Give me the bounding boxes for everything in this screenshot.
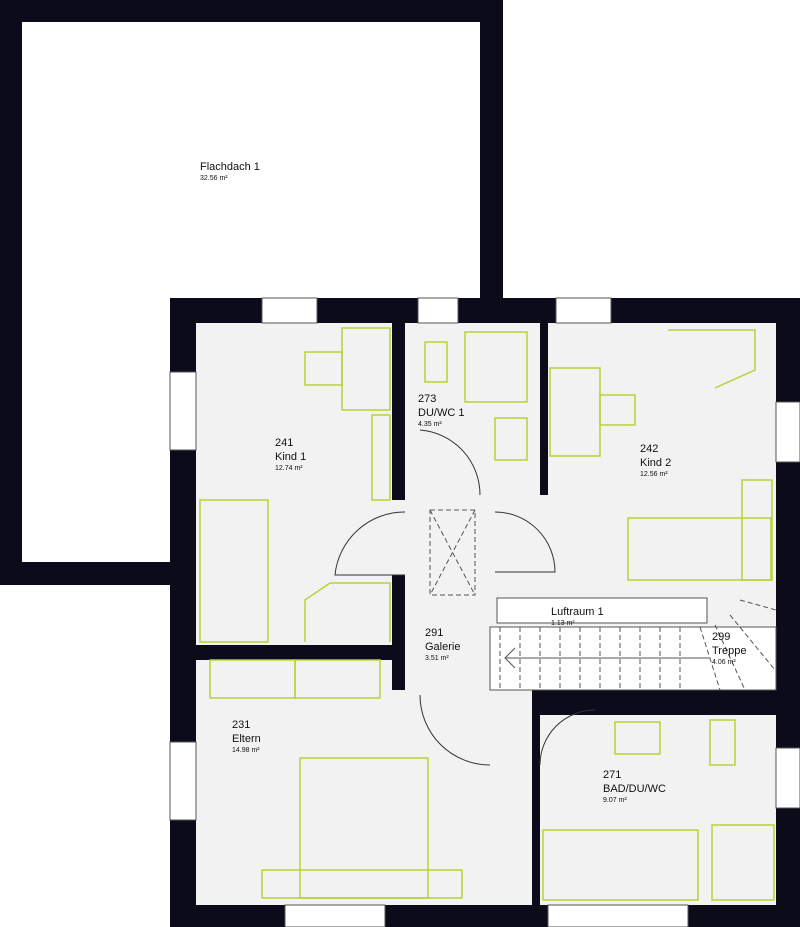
room-name: Eltern: [232, 733, 261, 745]
room-number: 291: [425, 627, 444, 639]
room-area: 1.13 m²: [551, 620, 575, 627]
room-number: 271: [603, 769, 622, 781]
room-area: 12.74 m²: [275, 465, 303, 472]
room-area: 9.07 m²: [603, 797, 627, 804]
furniture: [199, 327, 775, 901]
room-number: 231: [232, 719, 251, 731]
room-area: 4.06 m²: [712, 659, 736, 666]
room-area: 12.56 m²: [640, 471, 668, 478]
room-area: 4.35 m²: [418, 421, 442, 428]
room-name: Kind 1: [275, 451, 307, 463]
room-name: Treppe: [712, 645, 747, 657]
room-name: Galerie: [425, 641, 461, 653]
room-area: 14.98 m²: [232, 747, 260, 754]
room-name: BAD/DU/WC: [603, 783, 666, 795]
room-name: DU/WC 1: [418, 407, 465, 419]
room-number: 242: [640, 443, 659, 455]
room-label-flachdach: Flachdach 1 32.56 m²: [200, 160, 260, 184]
room-name: Kind 2: [640, 457, 672, 469]
room-label-luftraum: Luftraum 1 1.13 m²: [551, 605, 604, 629]
room-name: Flachdach 1: [200, 161, 260, 173]
room-name: Luftraum 1: [551, 606, 604, 618]
room-area: 3.51 m²: [425, 655, 449, 662]
room-number: 299: [712, 631, 731, 643]
stairs: [429, 509, 777, 691]
room-number: 273: [418, 393, 437, 405]
room-floors: [196, 323, 776, 905]
room-number: 241: [275, 437, 294, 449]
room-area: 32.56 m²: [200, 175, 228, 182]
door-swings: [334, 429, 596, 766]
windows: [169, 297, 800, 927]
